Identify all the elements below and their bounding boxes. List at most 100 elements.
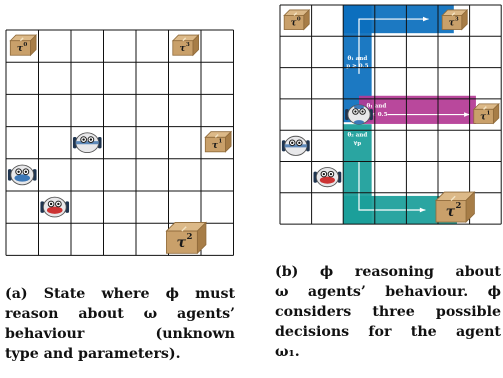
agent-pupil [82,138,85,141]
agent-pad [97,136,102,149]
agent-pupil [322,172,325,176]
agent-stripe [75,141,99,145]
region-label-theta1-p-lt: θ₁ and [367,104,387,110]
box-tape [214,134,219,138]
caption-a-line: reason about ω agents’ [5,306,235,322]
agent-pad [345,108,349,121]
agent-pad [306,140,310,152]
caption-a-line: (a) State where ϕ must [5,286,235,302]
caption-a: (a) State where ϕ must reason about ω ag… [5,284,235,364]
box-tape [182,37,187,42]
agent-pad [32,169,37,181]
agent-omega-red [40,196,70,218]
caption-b-line: decisions for the agent [275,324,501,340]
agent-pad [72,136,77,149]
agent-pad [40,201,45,213]
agent-omega-red [313,167,342,188]
region-label-theta1-p-ge: p ≥ 0.5 [346,64,368,70]
task-label: τ [446,204,456,220]
task-label: τ [291,19,298,29]
task-label: τ [176,235,186,251]
agent-phi [281,135,310,156]
agent-pad [369,108,373,121]
box-tape [19,37,24,42]
task-subscript: 0 [297,17,301,23]
caption-b-line: ω₁. [275,344,300,360]
agent-belly [46,206,63,214]
box-tape [450,195,456,201]
agent-pupil [291,141,294,144]
caption-a-line: type and parameters). [5,346,181,362]
agent-pupil [89,138,93,141]
caption-a-line: behaviour (unknown [5,326,235,342]
task-subscript: 2 [186,232,192,242]
agent-pupil [24,170,28,173]
task-subscript: 1 [218,139,222,145]
box-tape [483,106,487,110]
agent-pupil [49,202,53,206]
agent-pupil [17,170,20,173]
agent-belly [319,176,335,184]
agent-pupil [298,141,301,144]
agent-omega1 [345,104,373,125]
task-subscript: 3 [186,42,190,48]
arrow-to-tau2 [358,161,426,211]
task-subscript: 2 [456,200,462,210]
agent-pad [65,201,70,213]
caption-b: (b) ϕ reasoning about ω agents’ behaviou… [275,262,501,362]
box-tape [293,12,298,16]
agent-pupil [57,202,60,206]
agent-belly [14,174,31,182]
region-theta1-p-lt [359,95,476,124]
task-label: τ [449,19,456,29]
arrow-head [419,207,426,213]
arrow-head [464,112,470,117]
decision-arrows [358,16,470,213]
agent-pupil [361,110,364,113]
task-subscript: 1 [487,110,491,116]
caption-b-line: considers three possible [275,304,501,320]
agent-pad [313,171,318,183]
region-label-theta2: θ₂ and [348,132,368,138]
task-label: τ [17,43,24,54]
grid-lines [279,4,502,225]
caption-b-line: ω agents’ behaviour. ϕ [275,284,501,300]
box-tape [451,12,456,16]
grid-lines [5,29,234,256]
task-label: τ [179,43,186,54]
region-label-theta1-p-ge: θ₁ and [348,56,368,62]
region-label-theta2: ∀p [354,140,362,147]
agent-pupil [354,110,357,113]
task-label: τ [480,112,487,122]
agent-cap [353,104,365,109]
arrow-to-tau3 [358,18,429,74]
agent-pupil [329,172,333,176]
task-label: τ [212,140,219,151]
box-front [172,40,194,56]
agent-omega-blue [7,164,37,186]
task-subscript: 3 [455,17,459,23]
caption-b-line: (b) ϕ reasoning about [275,264,501,280]
box-front [204,136,226,153]
agent-pad [281,140,286,152]
arrow-head [422,16,429,22]
agent-stripe [284,144,307,148]
agent-pad [7,169,12,181]
agent-cap [353,120,365,125]
agent-pad [337,171,342,183]
task-subscript: 0 [23,42,27,48]
box-tape [181,226,187,232]
agent-phi [72,132,102,154]
region-label-theta1-p-lt: p < 0.5 [365,112,387,118]
